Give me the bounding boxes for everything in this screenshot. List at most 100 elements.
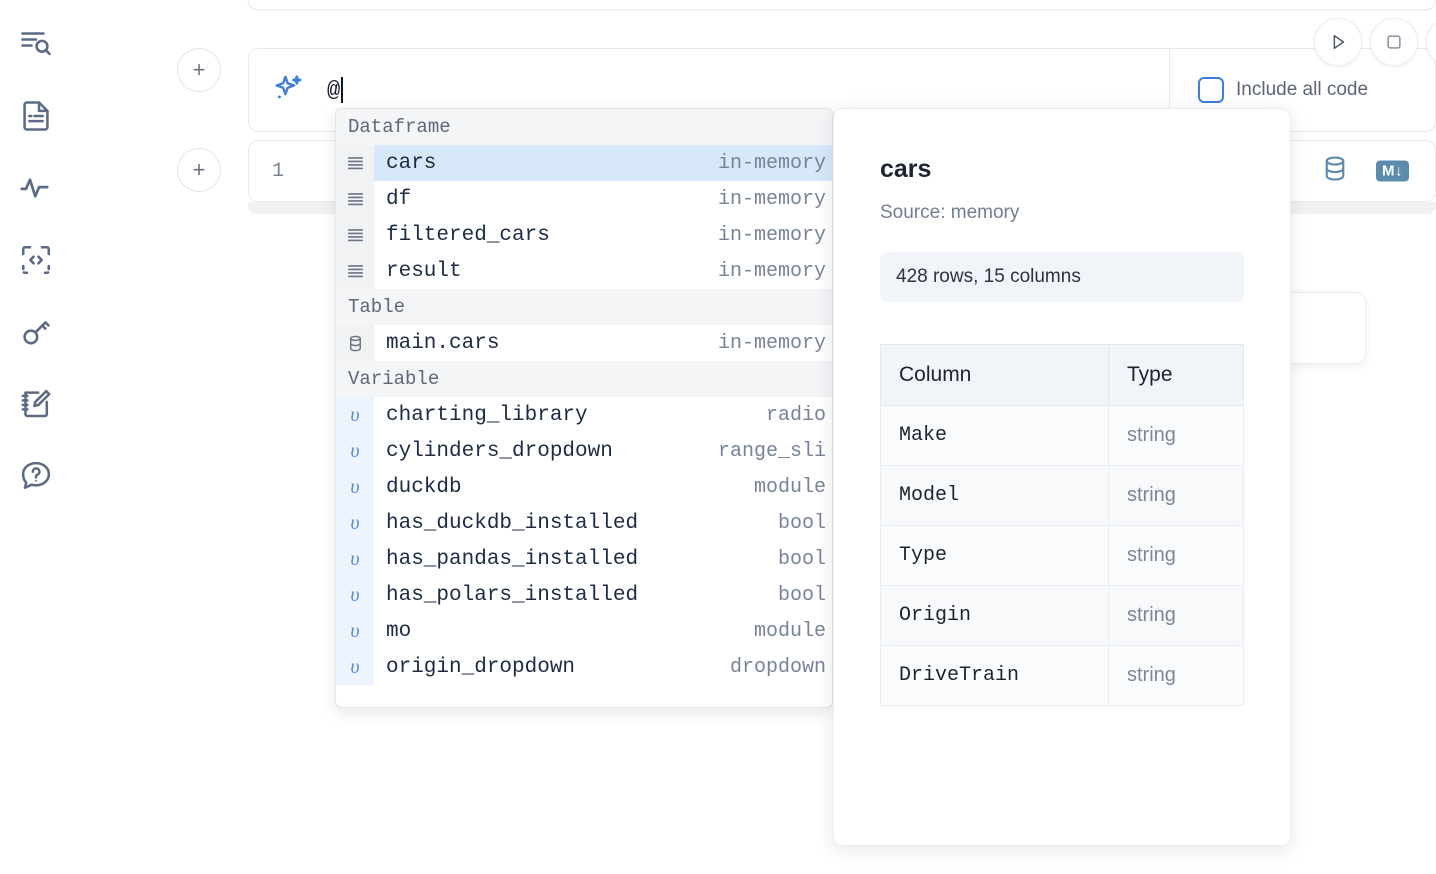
add-cell-button-top[interactable]: +	[177, 48, 221, 92]
checkbox-box[interactable]	[1198, 77, 1224, 103]
schema-column-name: Type	[880, 525, 1109, 586]
details-source: Source: memory	[880, 202, 1020, 223]
autocomplete-item-type: bool	[777, 511, 826, 535]
schema-column-type: string	[1108, 525, 1244, 586]
autocomplete-item-type: in-memory	[717, 223, 826, 247]
autocomplete-item-content: cars in-memory	[374, 145, 832, 181]
autocomplete-item[interactable]: υ origin_dropdown dropdown	[336, 649, 832, 685]
autocomplete-item-content: has_duckdb_installed bool	[374, 505, 832, 541]
schema-column-name: Model	[880, 465, 1109, 526]
schema-column-type: string	[1108, 465, 1244, 526]
scratchpad-edit-icon[interactable]	[12, 378, 60, 430]
autocomplete-item-name: duckdb	[386, 475, 462, 499]
variable-icon: υ	[336, 505, 374, 541]
previous-cell[interactable]	[248, 0, 1436, 10]
dataframe-icon	[336, 145, 374, 181]
autocomplete-item-name: cars	[386, 151, 437, 175]
autocomplete-group-header: Table	[336, 289, 832, 325]
add-cell-button-bottom[interactable]: +	[177, 148, 221, 192]
schema-column-header: Type	[1108, 344, 1244, 406]
variable-icon: υ	[336, 397, 374, 433]
activity-pulse-icon[interactable]	[12, 162, 60, 214]
autocomplete-item-name: main.cars	[386, 331, 500, 355]
variable-icon: υ	[336, 541, 374, 577]
details-shape-badge: 428 rows, 15 columns	[880, 252, 1244, 302]
autocomplete-item-type: bool	[777, 583, 826, 607]
autocomplete-item[interactable]: main.cars in-memory	[336, 325, 832, 361]
left-icon-rail	[0, 0, 72, 874]
line-number: 1	[271, 159, 284, 183]
stop-button[interactable]	[1370, 18, 1418, 66]
autocomplete-item-content: filtered_cars in-memory	[374, 217, 832, 253]
autocomplete-item-name: result	[386, 259, 462, 283]
database-icon[interactable]	[1320, 154, 1350, 189]
autocomplete-item[interactable]: υ has_duckdb_installed bool	[336, 505, 832, 541]
help-chat-icon[interactable]	[12, 450, 60, 502]
autocomplete-item-name: charting_library	[386, 403, 588, 427]
autocomplete-item-type: in-memory	[717, 151, 826, 175]
schema-column-name: DriveTrain	[880, 645, 1109, 706]
secrets-key-icon[interactable]	[12, 306, 60, 358]
dataframe-icon	[336, 181, 374, 217]
include-all-code-label: Include all code	[1236, 79, 1369, 100]
autocomplete-item-content: main.cars in-memory	[374, 325, 832, 361]
explore-search-icon[interactable]	[12, 18, 60, 70]
autocomplete-item-type: in-memory	[717, 187, 826, 211]
table-database-icon	[336, 325, 374, 361]
autocomplete-item[interactable]: filtered_cars in-memory	[336, 217, 832, 253]
schema-column-type: string	[1108, 405, 1244, 466]
variable-icon: υ	[336, 613, 374, 649]
schema-column-header: Column	[880, 344, 1109, 406]
autocomplete-item-type: module	[753, 619, 826, 643]
autocomplete-item[interactable]: υ charting_library radio	[336, 397, 832, 433]
autocomplete-item-name: filtered_cars	[386, 223, 550, 247]
autocomplete-item-type: in-memory	[717, 331, 826, 355]
autocomplete-item-content: charting_library radio	[374, 397, 832, 433]
include-all-code-checkbox[interactable]: Include all code	[1198, 77, 1368, 103]
autocomplete-item-type: dropdown	[729, 655, 826, 679]
ai-prompt-value: @	[327, 77, 341, 103]
schema-column-type: string	[1108, 585, 1244, 646]
schema-column-name: Make	[880, 405, 1109, 466]
autocomplete-item-content: origin_dropdown dropdown	[374, 649, 832, 685]
run-button[interactable]	[1314, 18, 1362, 66]
autocomplete-item-name: has_duckdb_installed	[386, 511, 639, 535]
schema-column-name: Origin	[880, 585, 1109, 646]
dataframe-icon	[336, 217, 374, 253]
markdown-badge[interactable]: M↓	[1376, 160, 1409, 182]
autocomplete-group-header: Variable	[336, 361, 832, 397]
code-cell-icon-group: M↓	[1320, 154, 1409, 189]
autocomplete-item-type: bool	[777, 547, 826, 571]
autocomplete-item-name: origin_dropdown	[386, 655, 576, 679]
notebook-file-icon[interactable]	[12, 90, 60, 142]
code-snippet-icon[interactable]	[12, 234, 60, 286]
ai-prompt-input[interactable]: @	[327, 70, 1169, 110]
autocomplete-item[interactable]: cars in-memory	[336, 145, 832, 181]
autocomplete-item-type: radio	[765, 403, 826, 427]
variable-icon: υ	[336, 649, 374, 685]
autocomplete-item-name: cylinders_dropdown	[386, 439, 613, 463]
